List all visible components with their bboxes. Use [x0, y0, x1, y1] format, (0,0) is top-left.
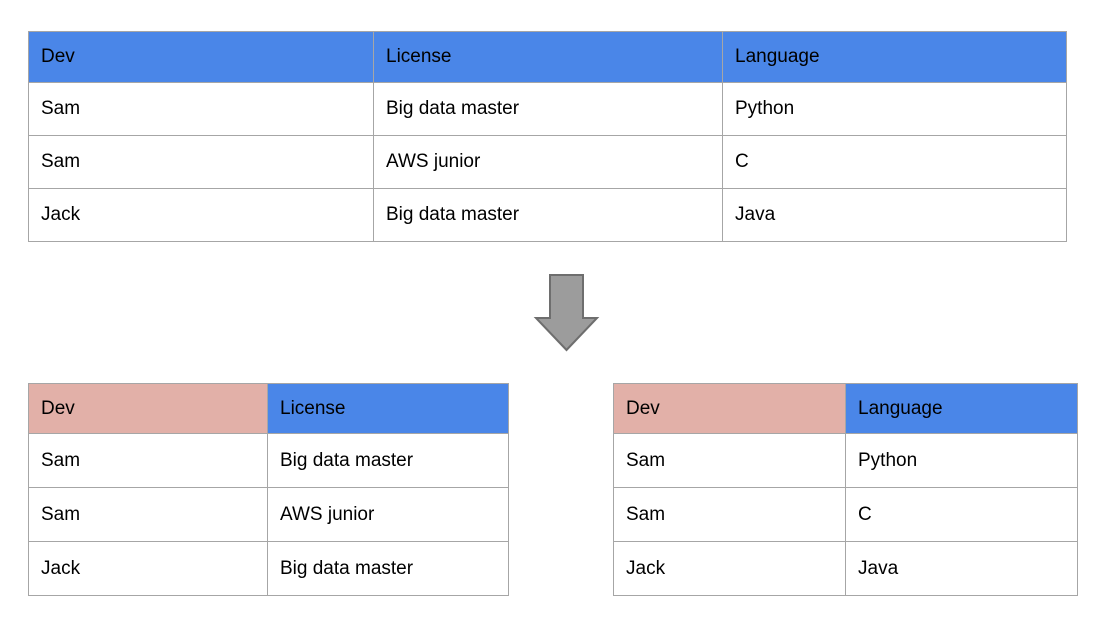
table-cell: AWS junior [267, 487, 509, 542]
table-cell: Sam [28, 135, 374, 189]
table-row: Jack Big data master [28, 541, 509, 596]
table-cell: Sam [28, 487, 268, 542]
table-row: Sam C [613, 487, 1078, 542]
table-cell: Jack [28, 541, 268, 596]
language-table: Dev Language Sam Python Sam C Jack Java [613, 383, 1078, 596]
table-row: Sam AWS junior [28, 487, 509, 542]
language-header-dev: Dev [613, 383, 846, 434]
source-header-license: License [373, 31, 723, 83]
table-cell: Sam [28, 433, 268, 488]
table-row: Jack Big data master Java [28, 188, 1067, 242]
table-cell: Python [722, 82, 1067, 136]
source-header-dev: Dev [28, 31, 374, 83]
table-row: Sam Big data master [28, 433, 509, 488]
table-cell: Python [845, 433, 1078, 488]
license-table: Dev License Sam Big data master Sam AWS … [28, 383, 509, 596]
table-cell: Big data master [373, 188, 723, 242]
table-cell: Big data master [373, 82, 723, 136]
table-cell: Jack [613, 541, 846, 596]
source-table: Dev License Language Sam Big data master… [28, 31, 1067, 242]
table-row: Jack Java [613, 541, 1078, 596]
source-table-header-row: Dev License Language [28, 31, 1067, 83]
table-row: Sam Python [613, 433, 1078, 488]
table-cell: AWS junior [373, 135, 723, 189]
license-header-dev: Dev [28, 383, 268, 434]
license-header-license: License [267, 383, 509, 434]
source-header-language: Language [722, 31, 1067, 83]
license-table-header-row: Dev License [28, 383, 509, 434]
table-cell: C [845, 487, 1078, 542]
table-cell: Java [845, 541, 1078, 596]
table-cell: Sam [28, 82, 374, 136]
table-cell: Big data master [267, 433, 509, 488]
down-arrow-icon [531, 271, 601, 354]
table-row: Sam Big data master Python [28, 82, 1067, 136]
language-header-language: Language [845, 383, 1078, 434]
table-row: Sam AWS junior C [28, 135, 1067, 189]
table-cell: Java [722, 188, 1067, 242]
table-cell: Big data master [267, 541, 509, 596]
table-cell: C [722, 135, 1067, 189]
table-cell: Sam [613, 487, 846, 542]
table-cell: Sam [613, 433, 846, 488]
language-table-header-row: Dev Language [613, 383, 1078, 434]
table-cell: Jack [28, 188, 374, 242]
